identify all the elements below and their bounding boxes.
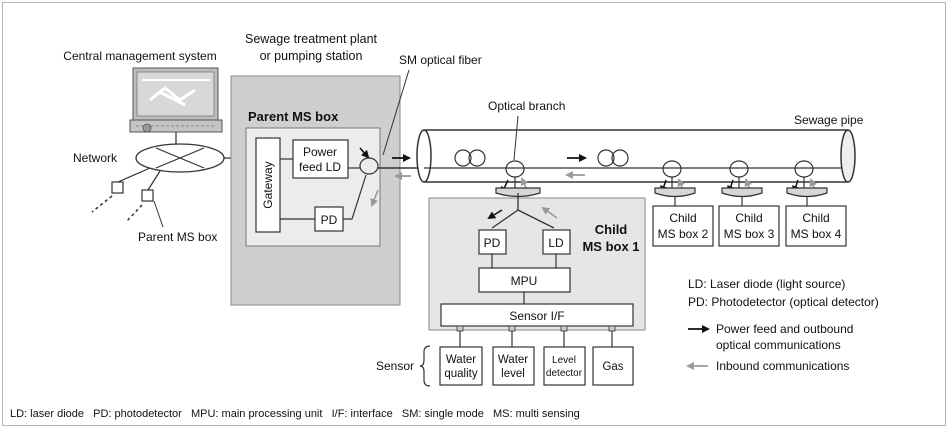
inbound-arrow (541, 206, 558, 219)
child3-label-1: Child (735, 211, 762, 225)
child4-label-1: Child (802, 211, 829, 225)
fiber-coil (597, 149, 629, 167)
legend-pd: PD: Photodetector (optical detector) (688, 295, 879, 309)
legend-outbound-2: optical communications (716, 338, 841, 352)
fiber-coil (454, 149, 486, 167)
parent-pd-label: PD (321, 213, 338, 227)
pd-coupler-link (343, 174, 367, 220)
network-link (117, 167, 151, 183)
child-ld-label: LD (548, 236, 564, 250)
parent-ms-box-small-label: Parent MS box (138, 230, 217, 244)
gateway-box (255, 137, 281, 233)
leader-line (153, 200, 164, 228)
outbound-arrow (359, 147, 370, 159)
legend-ld: LD: Laser diode (light source) (688, 277, 845, 291)
child3-label-2: MS box 3 (724, 227, 775, 241)
child-ms-box-3 (718, 205, 780, 247)
child-pd-label: PD (484, 236, 501, 250)
gateway-label: Gateway (261, 161, 275, 208)
optical-branch-leader (513, 115, 519, 161)
network-continuation (91, 195, 113, 213)
sensor-leads (459, 331, 613, 347)
optical-branch-label: Optical branch (488, 99, 565, 113)
remote-box (111, 181, 124, 194)
remote-parent-box (141, 189, 154, 202)
computer-icon (129, 67, 223, 133)
water-level-sensor (492, 346, 535, 386)
sewage-pipe-label: Sewage pipe (794, 113, 864, 127)
legend-outbound-1: Power feed and outbound (716, 322, 853, 336)
network-link (147, 170, 161, 191)
water-quality-label-2: quality (444, 368, 477, 380)
legend-inbound: Inbound communications (716, 359, 849, 373)
level-detector-sensor (543, 346, 586, 386)
water-level-label-2: level (501, 368, 525, 380)
child2-label-1: Child (669, 211, 696, 225)
child1-title-2: MS box 1 (582, 239, 639, 254)
sm-fiber-label: SM optical fiber (399, 53, 482, 67)
child-fiber-split (491, 193, 555, 229)
footer-abbreviations: LD: laser diode PD: photodetector MPU: m… (10, 408, 580, 420)
sensor-bracket (419, 345, 431, 387)
level-detector-label-2: detector (546, 368, 583, 379)
mpu-label: MPU (511, 274, 538, 288)
sensor-if-label: Sensor I/F (509, 309, 564, 323)
optical-branch-1 (505, 160, 525, 178)
figure-frame (2, 2, 946, 426)
gas-label: Gas (602, 361, 623, 373)
outbound-arrow (487, 209, 503, 220)
water-quality-sensor (439, 346, 483, 386)
network-label: Network (73, 151, 118, 165)
water-quality-label-1: Water (446, 354, 476, 366)
optical-branch-2 (654, 160, 696, 206)
power-feed-label-1: Power (303, 145, 337, 159)
child4-label-2: MS box 4 (791, 227, 842, 241)
network-continuation (125, 204, 143, 223)
central-management-label: Central management system (63, 49, 216, 63)
power-feed-label-2: feed LD (299, 160, 341, 174)
level-detector-label-1: Level (552, 355, 576, 366)
inbound-arrow (370, 189, 379, 207)
child2-label-2: MS box 2 (658, 227, 709, 241)
child-ms-box-4 (785, 205, 847, 247)
sensor-if-box (440, 303, 634, 327)
plant-label-line1: Sewage treatment plant (245, 32, 378, 46)
sm-fiber-leader (382, 69, 410, 156)
plant-label-line2: or pumping station (260, 49, 363, 63)
child-pd-box (478, 229, 507, 255)
child-ms-box-2 (652, 205, 714, 247)
pipe-port (495, 187, 541, 198)
gas-sensor (592, 346, 634, 386)
water-level-label-1: Water (498, 354, 528, 366)
parent-ms-box-title: Parent MS box (248, 109, 339, 124)
sensor-label: Sensor (376, 359, 414, 373)
optical-branch-3 (721, 160, 763, 206)
optical-branch-4 (786, 160, 828, 206)
sewage-pipe (416, 129, 856, 183)
child1-title-1: Child (595, 222, 628, 237)
